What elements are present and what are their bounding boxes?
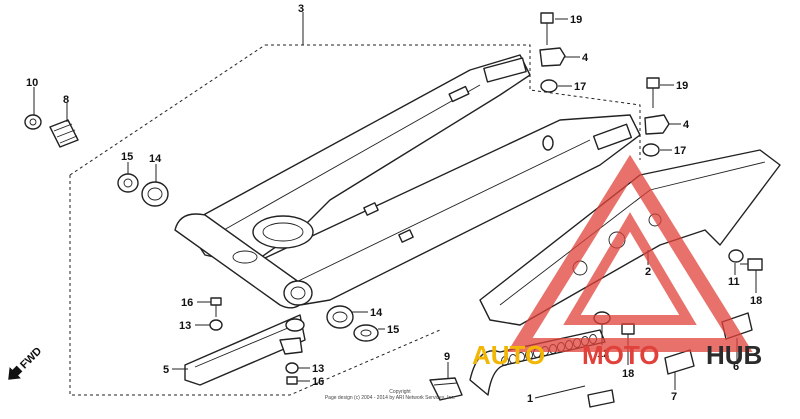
- collar-13-lower[interactable]: [285, 362, 299, 374]
- bolt-19-lower[interactable]: [646, 77, 660, 108]
- leader-lines: [33, 12, 757, 399]
- nut-17-upper[interactable]: [540, 79, 558, 93]
- callout-4-lower: 4: [683, 119, 690, 131]
- seal-15-lower[interactable]: [353, 324, 379, 342]
- callout-6: 6: [733, 361, 739, 373]
- bolt-16-lower[interactable]: [286, 376, 298, 385]
- callout-18-right: 18: [750, 295, 762, 307]
- bolt-18-right[interactable]: [740, 258, 763, 271]
- callout-labels: 3 19 4 17 19 4 17 10 8 15 14 16 13 5 14 …: [26, 3, 762, 405]
- bearing-14-lower[interactable]: [326, 305, 354, 329]
- nut-11[interactable]: [728, 249, 744, 263]
- callout-16-upper: 16: [181, 297, 193, 309]
- clip-4-lower[interactable]: [644, 114, 670, 135]
- label-small[interactable]: [587, 389, 615, 408]
- callout-18-lower: 18: [622, 368, 634, 380]
- watermark-moto: MOTO: [582, 340, 660, 370]
- bearing-14-upper[interactable]: [141, 181, 169, 207]
- assembly-boundary: [69, 44, 641, 396]
- collar-13-upper[interactable]: [209, 319, 223, 331]
- callout-4-upper: 4: [582, 52, 589, 64]
- clip-4-upper[interactable]: [539, 47, 566, 67]
- chain-link: [509, 354, 517, 364]
- copyright-line2: Page design (c) 2004 - 2014 by ARI Netwo…: [325, 395, 455, 401]
- chain-link: [517, 352, 525, 362]
- callout-13-lower: 13: [312, 363, 324, 375]
- callout-19-lower: 19: [676, 80, 688, 92]
- seal-15-upper[interactable]: [117, 173, 139, 193]
- callout-1: 1: [527, 393, 533, 405]
- chain-link: [501, 356, 509, 366]
- callout-15-upper: 15: [121, 151, 133, 163]
- callout-15-lower: 15: [387, 324, 399, 336]
- callout-17-upper: 17: [574, 81, 586, 93]
- label-7[interactable]: [664, 349, 695, 375]
- chain-slider-5[interactable]: [184, 314, 306, 386]
- bolt-19-upper[interactable]: [540, 12, 554, 45]
- master-link-9[interactable]: [429, 377, 463, 401]
- callout-19-upper: 19: [570, 14, 582, 26]
- callout-2: 2: [645, 266, 651, 278]
- nut-10[interactable]: [24, 114, 42, 130]
- callout-17-lower: 17: [674, 145, 686, 157]
- copyright-line1: Copyright: [389, 389, 411, 395]
- bolt-16-upper[interactable]: [210, 297, 222, 317]
- callout-16-lower: 16: [312, 376, 324, 388]
- callout-7: 7: [671, 391, 677, 403]
- watermark-hub: HUB: [706, 340, 762, 370]
- callout-10: 10: [26, 77, 38, 89]
- fwd-arrow: FWD: [8, 345, 44, 380]
- pivot-bolt-8[interactable]: [49, 119, 79, 148]
- callout-13-upper: 13: [179, 320, 191, 332]
- callout-3: 3: [298, 3, 304, 15]
- callout-11: 11: [728, 276, 740, 288]
- callout-5: 5: [163, 364, 169, 376]
- callout-14-upper: 14: [149, 153, 162, 165]
- callout-8: 8: [63, 94, 69, 106]
- nut-17-lower[interactable]: [642, 143, 660, 157]
- watermark-auto: AUTO: [472, 340, 545, 370]
- swingarm[interactable]: [174, 54, 641, 309]
- watermark-logo: AUTO MOTO HUB: [472, 154, 762, 370]
- fwd-label: FWD: [18, 345, 44, 371]
- callout-14-lower: 14: [370, 307, 383, 319]
- callout-9: 9: [444, 351, 450, 363]
